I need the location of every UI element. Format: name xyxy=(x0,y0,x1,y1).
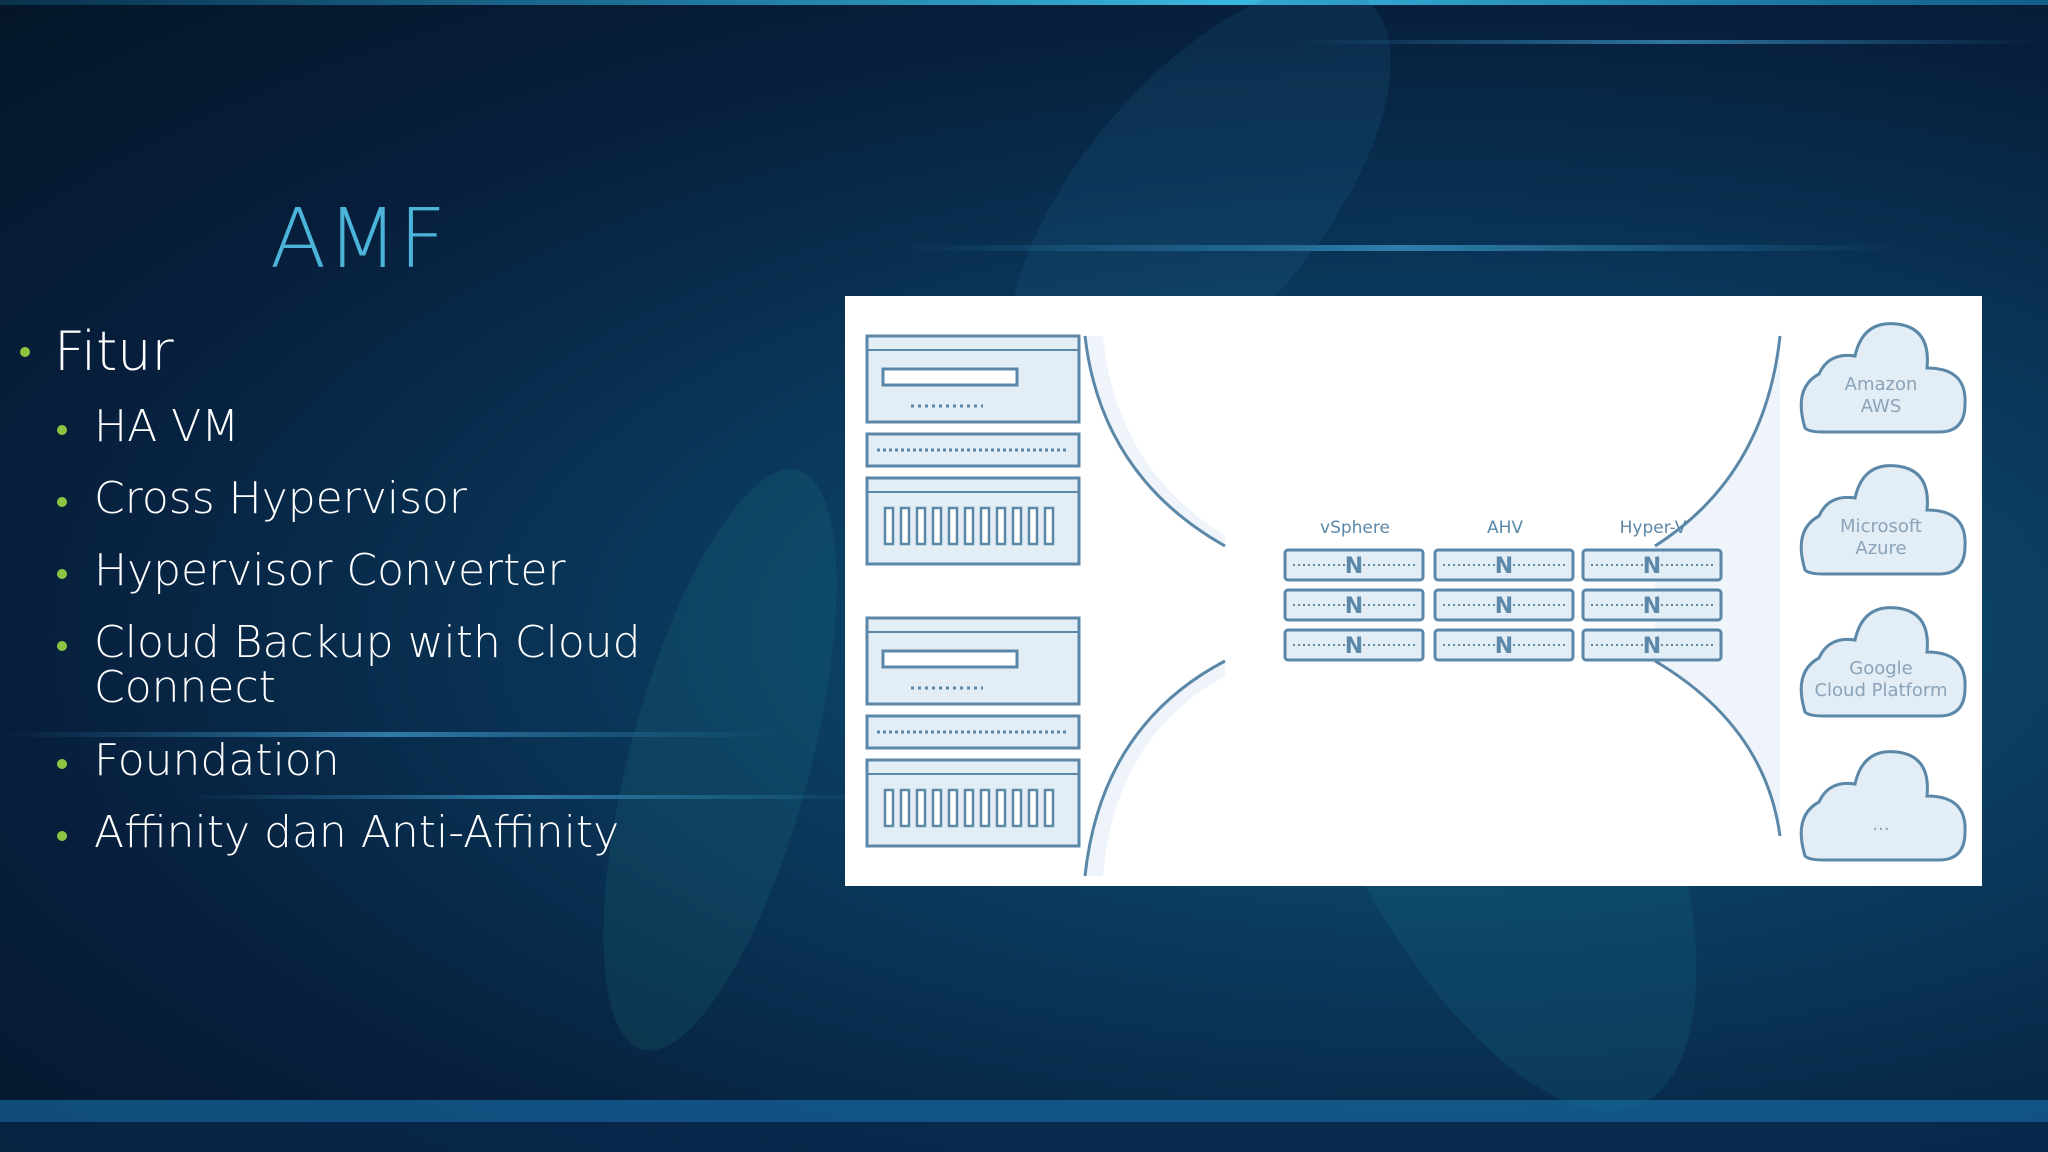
bullet-item: Cloud Backup with Cloud xyxy=(94,617,641,668)
node-logo: N xyxy=(1495,554,1513,579)
drive-bay xyxy=(979,506,991,546)
bullet-item: Cross Hypervisor xyxy=(94,473,468,524)
bullet-dot xyxy=(57,425,67,435)
bullet-item: Hypervisor Converter xyxy=(94,545,566,596)
drive-bay xyxy=(931,506,943,546)
drive-bay xyxy=(1027,506,1039,546)
drive-bay xyxy=(899,788,911,828)
bullet-dot xyxy=(57,759,67,769)
drive-bay xyxy=(947,788,959,828)
right-connector xyxy=(1654,659,1782,837)
drive-bay xyxy=(883,788,895,828)
drive-bay xyxy=(1011,788,1023,828)
right-connector xyxy=(1654,335,1782,548)
cloud-label-gcp: Google Cloud Platform xyxy=(1796,658,1966,702)
drive-bay xyxy=(1043,788,1055,828)
node-logo: N xyxy=(1345,634,1363,659)
cloud-icon xyxy=(1799,606,1967,718)
drive-bay xyxy=(963,506,975,546)
node-logo: N xyxy=(1643,594,1661,619)
drive-bay xyxy=(915,506,927,546)
bullet-level1: Fitur xyxy=(54,320,174,383)
node-logo: N xyxy=(1643,554,1661,579)
hypervisor-label: vSphere xyxy=(1320,518,1390,538)
bullet-item: HA VM xyxy=(94,401,240,452)
cloud-label-aws: Amazon AWS xyxy=(1796,374,1966,418)
cloud-label-line: Cloud Platform xyxy=(1814,680,1948,701)
drive-bay xyxy=(1043,506,1055,546)
drive-slot xyxy=(881,367,1019,387)
cloud-label-line: Microsoft xyxy=(1840,516,1922,537)
bullet-item: Foundation xyxy=(94,735,340,786)
cloud-label-line: ... xyxy=(1872,814,1890,835)
drive-bay xyxy=(1027,788,1039,828)
bullet-item-continuation: Connect xyxy=(94,662,276,713)
left-fan xyxy=(1085,336,1225,876)
cloud-icon xyxy=(1799,464,1967,576)
cloud-label-line: AWS xyxy=(1860,396,1902,417)
drive-bay xyxy=(883,506,895,546)
cloud-label-other: ... xyxy=(1796,814,1966,836)
drive-slot xyxy=(881,649,1019,669)
node-logo: N xyxy=(1345,594,1363,619)
bullet-dot xyxy=(20,347,30,357)
slide-title: AMF xyxy=(270,192,448,287)
bullet-dot xyxy=(57,569,67,579)
cloud-label-azure: Microsoft Azure xyxy=(1796,516,1966,560)
bullet-dot xyxy=(57,497,67,507)
cloud-label-line: Azure xyxy=(1855,538,1907,559)
drive-bay xyxy=(979,788,991,828)
node-logo: N xyxy=(1495,634,1513,659)
drive-bay xyxy=(915,788,927,828)
drive-bay xyxy=(899,506,911,546)
hypervisor-label: AHV xyxy=(1486,518,1524,538)
node-logo: N xyxy=(1495,594,1513,619)
left-connector xyxy=(1083,659,1226,877)
cloud-icon xyxy=(1799,750,1967,862)
drive-bay xyxy=(931,788,943,828)
drive-bay xyxy=(947,506,959,546)
drive-bay xyxy=(995,506,1007,546)
hypervisor-label: Hyper-V xyxy=(1619,518,1687,538)
drive-bay xyxy=(995,788,1007,828)
drive-bay xyxy=(1011,506,1023,546)
right-fan xyxy=(1655,336,1780,836)
node-logo: N xyxy=(1643,634,1661,659)
cloud-icon xyxy=(1799,322,1967,434)
node-logo: N xyxy=(1345,554,1363,579)
drive-bay xyxy=(963,788,975,828)
cloud-label-line: Amazon xyxy=(1844,374,1918,395)
bullet-dot xyxy=(57,831,67,841)
left-connector xyxy=(1083,335,1226,548)
bullet-dot xyxy=(57,641,67,651)
bullet-item: Affinity dan Anti-Affinity xyxy=(94,807,620,858)
cloud-label-line: Google xyxy=(1849,658,1913,679)
